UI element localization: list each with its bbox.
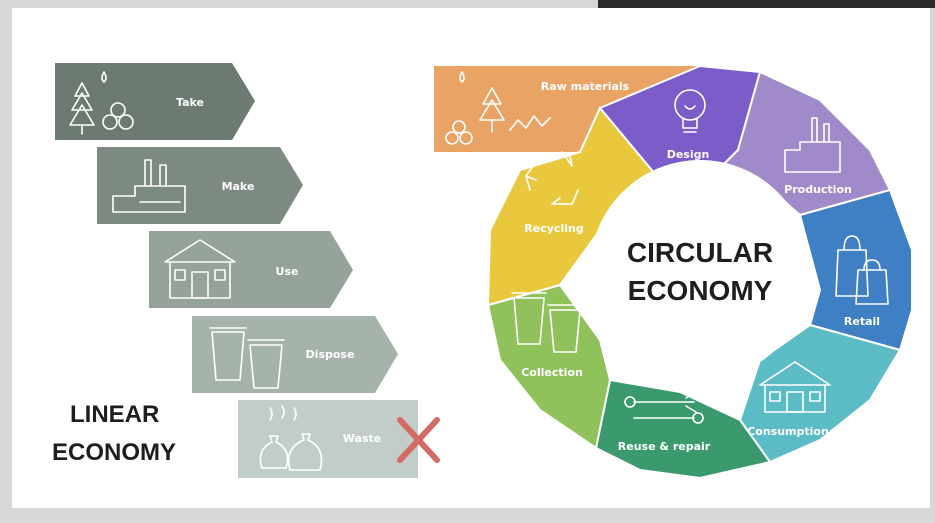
linear-step-make-label: Make: [222, 180, 255, 193]
linear-step-use: [149, 231, 353, 308]
segment-recycling-label: Recycling: [524, 222, 583, 235]
circular-economy-title-line1: CIRCULAR: [627, 237, 773, 268]
lightbulb-icon: [674, 89, 706, 133]
segment-recycling: [486, 106, 662, 307]
house-icon: [164, 239, 236, 299]
linear-step-use-label: Use: [276, 265, 299, 278]
linear-step-take-label: Take: [176, 96, 204, 109]
linear-economy-title-line1: LINEAR: [70, 401, 159, 428]
center-circle: [590, 160, 810, 380]
circular-economy: Raw materials CIRCULAR ECONOMY: [434, 64, 913, 480]
wrench-icon: [624, 391, 704, 424]
garbage-bags-icon: [259, 405, 323, 471]
linear-economy-title-line2: ECONOMY: [52, 439, 176, 466]
factory-icon: [784, 117, 841, 173]
segment-collection-label: Collection: [521, 366, 583, 379]
factory-icon: [112, 159, 186, 213]
linear-step-waste: [238, 400, 418, 478]
shopping-bag-icon: [835, 235, 889, 305]
trees-logs-icon: [69, 71, 134, 135]
circular-economy-title-line2: ECONOMY: [628, 275, 773, 306]
raw-materials-banner: [434, 66, 700, 152]
linear-step-waste-label: Waste: [343, 432, 381, 445]
segment-consumption-label: Consumption: [747, 425, 829, 438]
raw-materials-icon: [445, 71, 551, 145]
linear-economy: Take Make Use Dispose: [52, 63, 440, 478]
webcam-strip: [598, 0, 935, 8]
trash-bins-icon: [511, 292, 583, 353]
segment-reuse-repair-label: Reuse & repair: [618, 440, 711, 453]
segment-design-label: Design: [667, 148, 710, 161]
cross-icon: [397, 417, 440, 463]
linear-step-take: [55, 63, 255, 140]
house-icon: [759, 361, 831, 413]
trash-bins-icon: [209, 327, 285, 389]
recycle-icon: [525, 151, 579, 205]
linear-step-make: [97, 147, 303, 224]
raw-materials-label: Raw materials: [541, 80, 630, 93]
linear-step-dispose-label: Dispose: [306, 348, 355, 361]
segment-production-label: Production: [784, 183, 852, 196]
segment-retail-label: Retail: [844, 315, 880, 328]
